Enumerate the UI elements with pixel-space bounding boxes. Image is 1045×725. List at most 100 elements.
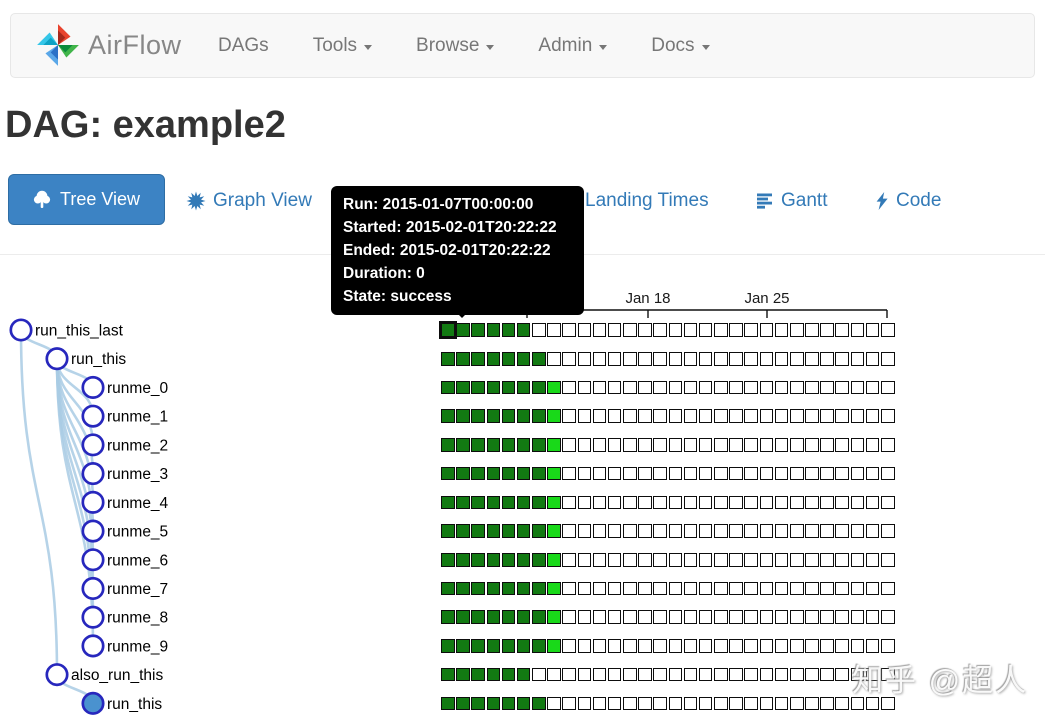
task-instance-cell-success[interactable] bbox=[456, 495, 470, 510]
task-instance-cell-none[interactable] bbox=[789, 552, 804, 567]
task-instance-cell-none[interactable] bbox=[562, 409, 576, 423]
task-instance-cell-none[interactable] bbox=[850, 409, 865, 423]
task-instance-cell-none[interactable] bbox=[774, 438, 789, 452]
task-instance-cell-none[interactable] bbox=[805, 524, 819, 538]
task-instance-cell-none[interactable] bbox=[759, 667, 774, 682]
task-instance-cell-none[interactable] bbox=[683, 380, 698, 395]
task-instance-cell-none[interactable] bbox=[759, 639, 774, 653]
task-instance-cell-none[interactable] bbox=[744, 639, 758, 653]
task-instance-cell-none[interactable] bbox=[835, 495, 849, 510]
task-instance-cell-none[interactable] bbox=[592, 581, 607, 596]
task-instance-cell-none[interactable] bbox=[577, 495, 592, 510]
task-instance-cell-none[interactable] bbox=[607, 610, 622, 624]
task-instance-cell-none[interactable] bbox=[683, 667, 698, 682]
task-instance-cell-none[interactable] bbox=[638, 323, 652, 337]
task-instance-cell-success[interactable] bbox=[501, 696, 516, 711]
task-instance-cell-none[interactable] bbox=[683, 610, 698, 624]
task-instance-cell-success[interactable] bbox=[532, 409, 546, 423]
task-instance-cell-none[interactable] bbox=[880, 409, 895, 423]
task-instance-cell-none[interactable] bbox=[683, 696, 698, 711]
task-instance-cell-none[interactable] bbox=[789, 610, 804, 624]
task-instance-cell-success[interactable] bbox=[486, 639, 501, 653]
task-instance-cell-success[interactable] bbox=[486, 667, 501, 682]
task-instance-cell-none[interactable] bbox=[638, 409, 652, 423]
task-instance-cell-running[interactable] bbox=[547, 380, 561, 395]
task-instance-cell-success[interactable] bbox=[501, 667, 516, 682]
task-instance-cell-none[interactable] bbox=[774, 409, 789, 423]
task-instance-cell-none[interactable] bbox=[744, 409, 758, 423]
task-instance-cell-none[interactable] bbox=[562, 351, 576, 366]
task-instance-cell-none[interactable] bbox=[850, 524, 865, 538]
task-instance-cell-running[interactable] bbox=[547, 581, 561, 596]
task-instance-cell-none[interactable] bbox=[683, 323, 698, 337]
task-instance-cell-none[interactable] bbox=[668, 438, 683, 452]
task-instance-cell-none[interactable] bbox=[607, 409, 622, 423]
task-instance-cell-none[interactable] bbox=[820, 438, 834, 452]
task-instance-cell-none[interactable] bbox=[835, 696, 849, 711]
task-instance-cell-none[interactable] bbox=[820, 581, 834, 596]
task-instance-cell-success[interactable] bbox=[441, 380, 455, 395]
task-instance-cell-success[interactable] bbox=[486, 524, 501, 538]
task-instance-cell-none[interactable] bbox=[744, 466, 758, 481]
task-instance-cell-success[interactable] bbox=[441, 351, 455, 366]
task-instance-cell-none[interactable] bbox=[865, 323, 880, 337]
task-instance-cell-none[interactable] bbox=[668, 610, 683, 624]
task-instance-cell-success[interactable] bbox=[471, 667, 485, 682]
task-instance-cell-none[interactable] bbox=[683, 524, 698, 538]
task-instance-cell-none[interactable] bbox=[668, 466, 683, 481]
task-instance-cell-success[interactable] bbox=[471, 351, 485, 366]
task-instance-cell-none[interactable] bbox=[698, 524, 713, 538]
task-instance-cell-none[interactable] bbox=[623, 581, 637, 596]
task-instance-cell-none[interactable] bbox=[714, 495, 728, 510]
task-instance-cell-none[interactable] bbox=[835, 581, 849, 596]
task-instance-cell-none[interactable] bbox=[577, 581, 592, 596]
task-instance-cell-none[interactable] bbox=[744, 351, 758, 366]
task-instance-cell-none[interactable] bbox=[744, 667, 758, 682]
task-instance-cell-none[interactable] bbox=[577, 639, 592, 653]
task-instance-cell-none[interactable] bbox=[668, 323, 683, 337]
task-instance-cell-none[interactable] bbox=[850, 323, 865, 337]
task-instance-cell-none[interactable] bbox=[592, 696, 607, 711]
task-instance-cell-none[interactable] bbox=[653, 466, 667, 481]
task-instance-cell-none[interactable] bbox=[592, 380, 607, 395]
task-instance-cell-none[interactable] bbox=[850, 552, 865, 567]
task-instance-cell-none[interactable] bbox=[729, 409, 743, 423]
task-instance-cell-none[interactable] bbox=[835, 610, 849, 624]
task-instance-cell-success[interactable] bbox=[456, 351, 470, 366]
task-instance-cell-none[interactable] bbox=[759, 610, 774, 624]
task-instance-cell-none[interactable] bbox=[865, 581, 880, 596]
task-node-circle[interactable] bbox=[81, 375, 105, 399]
task-instance-cell-running[interactable] bbox=[547, 639, 561, 653]
task-instance-cell-none[interactable] bbox=[789, 466, 804, 481]
task-instance-cell-none[interactable] bbox=[698, 351, 713, 366]
task-instance-cell-none[interactable] bbox=[592, 323, 607, 337]
task-instance-cell-success[interactable] bbox=[516, 524, 531, 538]
task-instance-cell-none[interactable] bbox=[805, 696, 819, 711]
task-instance-cell-success[interactable] bbox=[501, 581, 516, 596]
task-instance-cell-none[interactable] bbox=[577, 610, 592, 624]
task-instance-cell-none[interactable] bbox=[865, 552, 880, 567]
task-instance-cell-success[interactable] bbox=[471, 639, 485, 653]
task-instance-cell-success[interactable] bbox=[471, 409, 485, 423]
task-instance-cell-success[interactable] bbox=[456, 380, 470, 395]
task-instance-cell-none[interactable] bbox=[638, 667, 652, 682]
task-instance-cell-none[interactable] bbox=[744, 552, 758, 567]
task-instance-cell-none[interactable] bbox=[653, 667, 667, 682]
task-instance-cell-success[interactable] bbox=[516, 696, 531, 711]
task-instance-cell-none[interactable] bbox=[653, 552, 667, 567]
task-instance-cell-none[interactable] bbox=[607, 639, 622, 653]
task-instance-cell-none[interactable] bbox=[592, 351, 607, 366]
task-instance-cell-none[interactable] bbox=[607, 552, 622, 567]
task-instance-cell-success[interactable] bbox=[501, 552, 516, 567]
task-instance-cell-success[interactable] bbox=[501, 323, 516, 337]
task-instance-cell-none[interactable] bbox=[592, 552, 607, 567]
task-instance-cell-none[interactable] bbox=[744, 524, 758, 538]
task-instance-cell-none[interactable] bbox=[592, 466, 607, 481]
task-instance-cell-success[interactable] bbox=[486, 438, 501, 452]
task-instance-cell-none[interactable] bbox=[835, 466, 849, 481]
task-instance-cell-none[interactable] bbox=[653, 524, 667, 538]
task-instance-cell-success[interactable] bbox=[516, 552, 531, 567]
task-instance-cell-success[interactable] bbox=[456, 409, 470, 423]
task-instance-cell-none[interactable] bbox=[683, 351, 698, 366]
task-instance-cell-success[interactable] bbox=[441, 639, 455, 653]
